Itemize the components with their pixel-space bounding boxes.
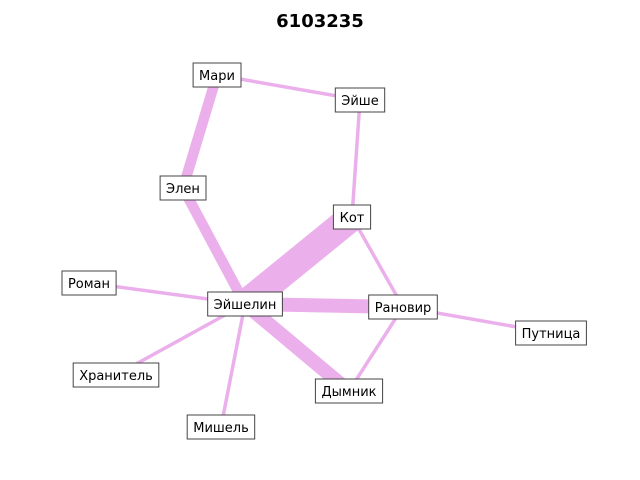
node-box [159, 175, 207, 201]
edge-elen-eishelin [178, 185, 250, 307]
node-box [332, 204, 372, 230]
node-box [314, 378, 384, 404]
node-label: Эйше [341, 94, 378, 109]
node-box [72, 362, 160, 388]
node-box [515, 320, 587, 346]
node-label: Рановир [375, 301, 432, 316]
node-label: Элен [166, 182, 200, 197]
edge-kot-eishelin [236, 206, 361, 315]
node-label: Путница [522, 327, 581, 342]
node-putnitsa: Путница [515, 320, 587, 346]
node-dymnik: Дымник [314, 378, 384, 404]
node-roman: Роман [61, 270, 117, 296]
node-box [368, 294, 438, 320]
diagram-title: 6103235 [276, 11, 364, 32]
node-label: Роман [68, 277, 110, 292]
node-eishe: Эйше [334, 87, 386, 113]
node-ranovir: Рановир [368, 294, 438, 320]
edge-eishelin-mishel [219, 303, 247, 428]
node-khranitel: Хранитель [72, 362, 160, 388]
node-eishelin: Эйшелин [207, 291, 283, 317]
edge-mari-elen [177, 73, 223, 190]
node-label: Эйшелин [214, 298, 277, 313]
node-label: Дымник [321, 385, 376, 400]
node-kot: Кот [332, 204, 372, 230]
node-label: Мари [199, 69, 235, 84]
edge-kot-ranovir [350, 216, 405, 308]
node-elen: Элен [159, 175, 207, 201]
node-box [207, 291, 283, 317]
node-box [334, 87, 386, 113]
node-box [186, 414, 256, 440]
node-mishel: Мишель [186, 414, 256, 440]
edge-eishelin-dymnik [240, 298, 354, 397]
edge-eishe-kot [350, 99, 362, 218]
node-box [61, 270, 117, 296]
node-mari: Мари [192, 62, 242, 88]
node-label: Хранитель [79, 369, 153, 384]
node-label: Мишель [193, 421, 249, 436]
node-box [192, 62, 242, 88]
node-label: Кот [340, 211, 365, 226]
edge-ranovir-dymnik [347, 306, 405, 392]
